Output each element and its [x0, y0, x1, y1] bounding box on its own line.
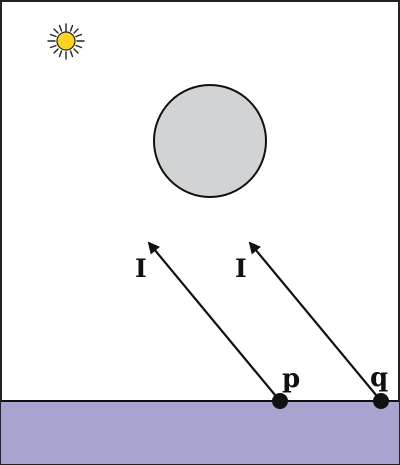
ray-right-label: I	[235, 254, 247, 283]
sun-rays	[47, 23, 85, 60]
light-ray-from-q	[248, 241, 382, 402]
point-p-marker	[272, 393, 288, 409]
sun-icon	[47, 23, 85, 60]
ground-plane	[1, 401, 399, 464]
point-p-label: p	[282, 364, 300, 394]
sphere-occluder	[153, 84, 267, 198]
point-q-label: q	[370, 363, 388, 393]
point-q-marker	[373, 393, 389, 409]
sun-core	[56, 31, 76, 51]
light-ray-from-p	[147, 241, 281, 402]
ray-left-label: I	[135, 254, 147, 283]
